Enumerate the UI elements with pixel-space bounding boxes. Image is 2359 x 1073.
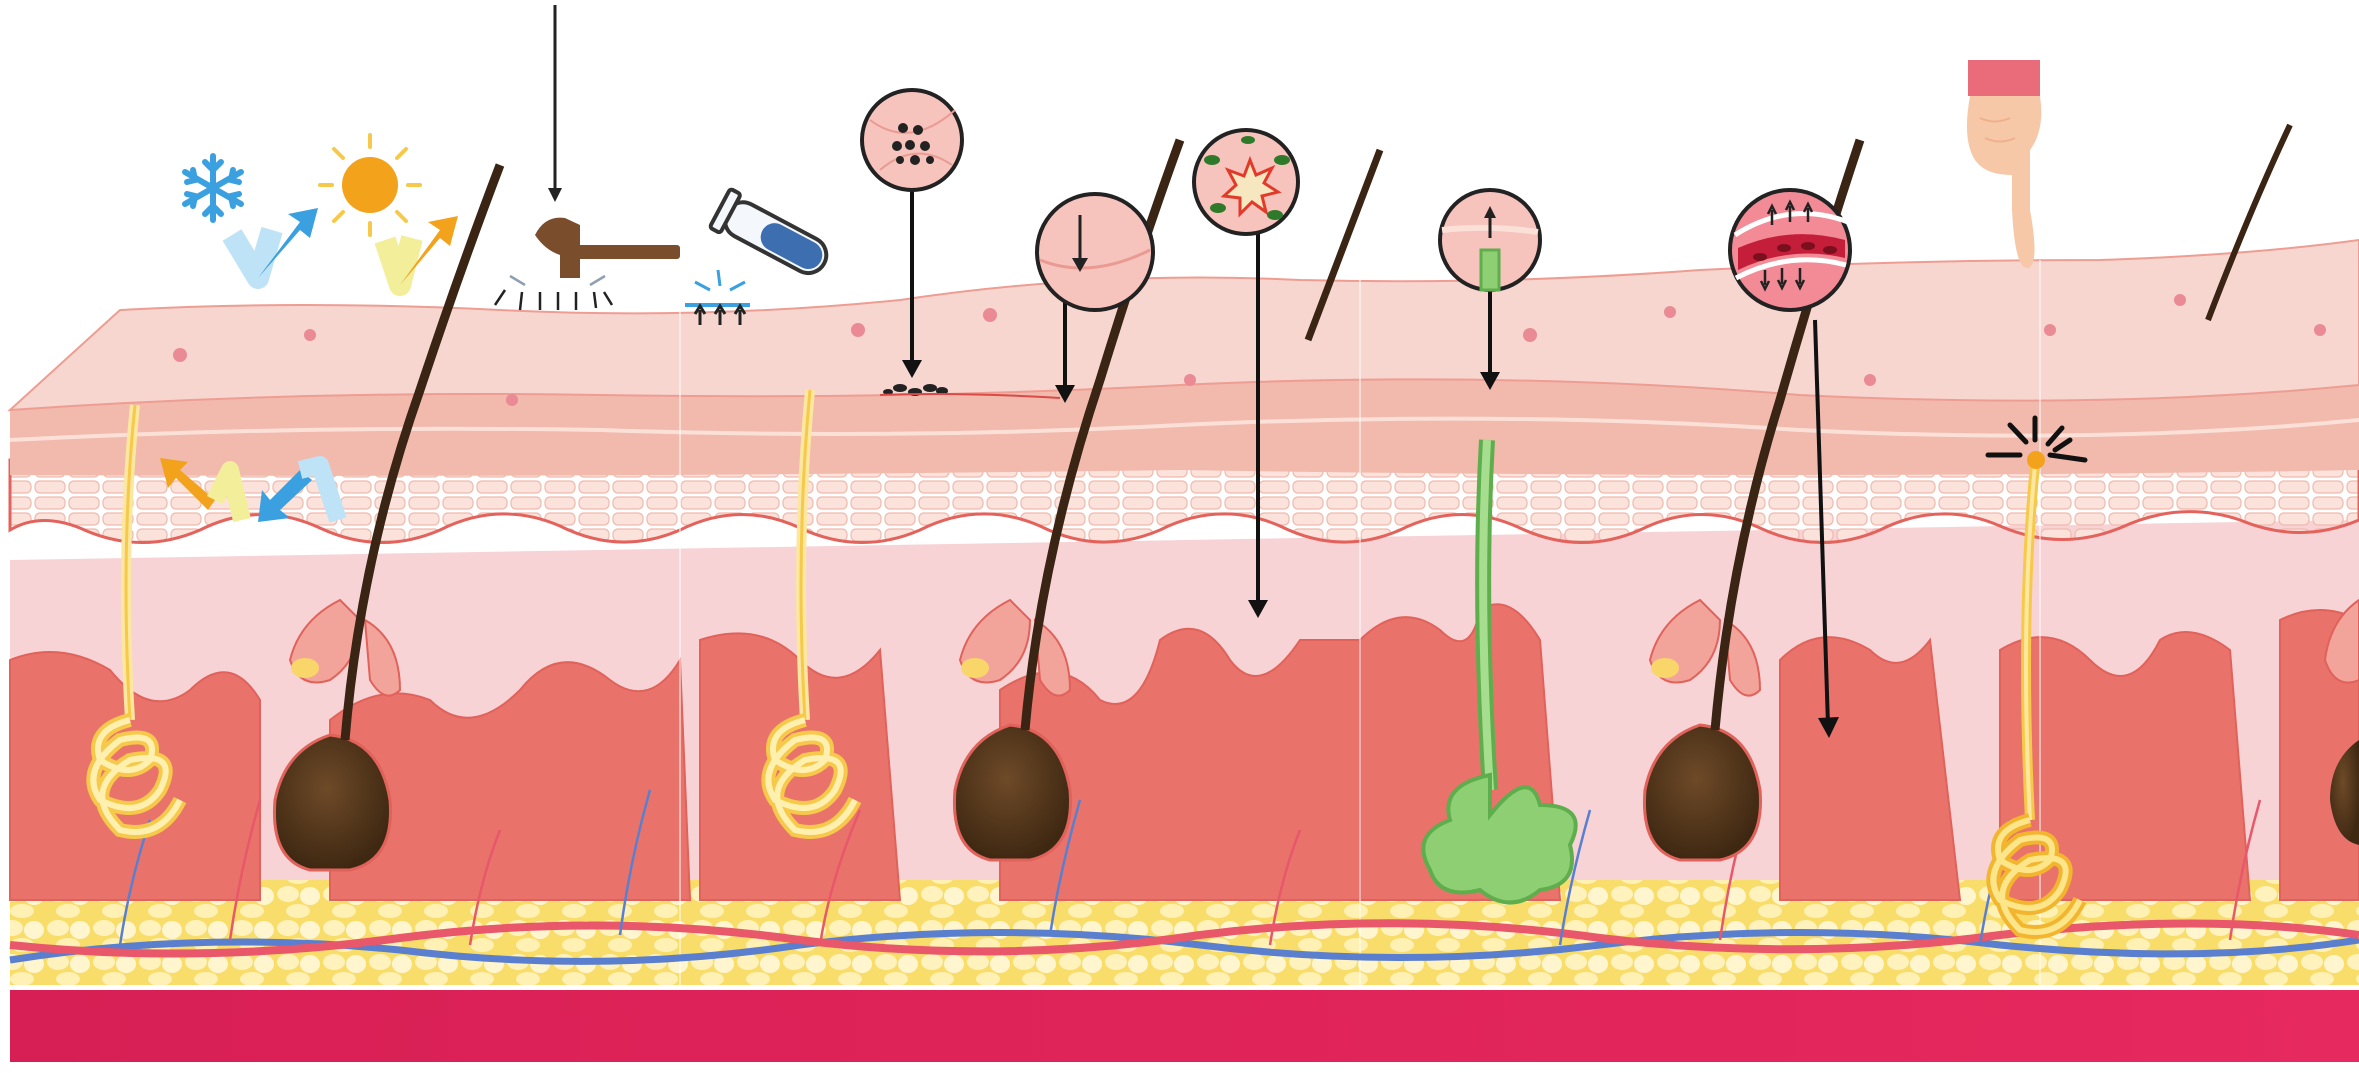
epidermis-top bbox=[10, 240, 2359, 410]
heat-reflect-arrow bbox=[385, 216, 458, 285]
test-tube-icon bbox=[710, 189, 835, 283]
hammer-icon bbox=[535, 218, 680, 278]
pointing-hand-icon bbox=[1967, 60, 2041, 268]
snowflake-icon bbox=[185, 156, 241, 220]
touch-nerve-ending bbox=[2027, 451, 2045, 469]
sun-icon bbox=[320, 135, 420, 235]
cold-reflect-arrow bbox=[232, 208, 318, 278]
impact-marks bbox=[495, 276, 612, 310]
base-bar bbox=[10, 990, 2359, 1062]
